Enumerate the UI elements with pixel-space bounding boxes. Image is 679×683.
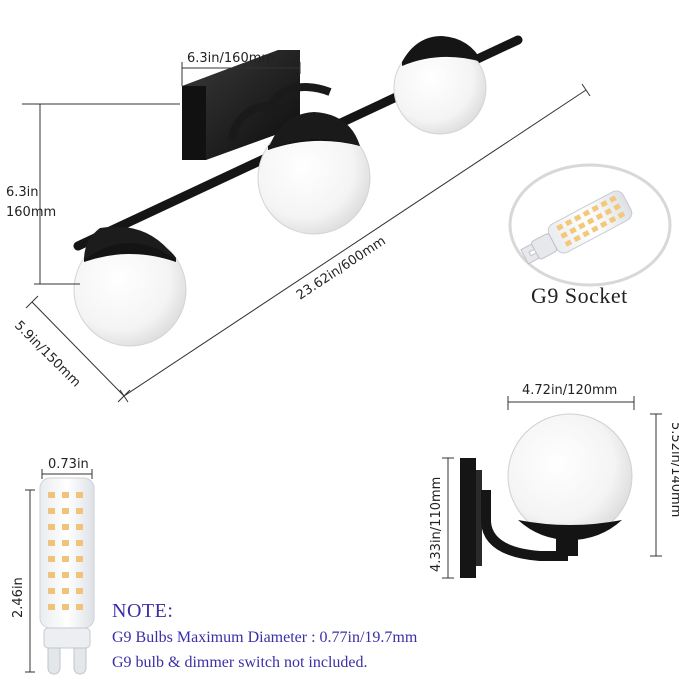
side-arm: [481, 490, 568, 561]
backplate-width-label: 6.3in/160mm: [187, 51, 274, 66]
bulb-height-label: 2.46in: [11, 577, 26, 618]
globe-right: [393, 36, 487, 135]
dim-backplate-width: [181, 62, 301, 86]
height-mm-label: 160mm: [6, 205, 56, 220]
globe-middle: [257, 112, 371, 235]
g9-bulb: [39, 477, 95, 675]
g9-socket-bulb-icon: [520, 190, 633, 265]
bulb-pin-left: [47, 647, 61, 675]
depth-label: 5.9in/150mm: [11, 318, 83, 390]
arm-front: [228, 102, 288, 141]
side-backplate: [460, 458, 476, 578]
bulb-base: [43, 627, 91, 649]
main-fixture: [73, 35, 523, 347]
bulb-width-label: 0.73in: [48, 457, 89, 472]
side-backplate-label: 4.33in/110mm: [429, 477, 444, 572]
dim-side-height: [650, 413, 662, 557]
note-bulb-diameter: G9 Bulbs Maximum Diameter : 0.77in/19.7m…: [112, 629, 418, 646]
total-length-label: 23.62in/600mm: [294, 234, 389, 304]
side-view-fixture: [460, 413, 633, 578]
side-globe: [507, 413, 633, 539]
g9-socket-label: G9 Socket: [531, 283, 628, 308]
side-width-label: 4.72in/120mm: [522, 383, 617, 398]
backplate-edge: [182, 86, 206, 160]
dim-height: [22, 103, 180, 285]
height-in-label: 6.3in: [6, 185, 39, 200]
side-globe-cap: [518, 520, 622, 540]
note-not-included: G9 bulb & dimmer switch not included.: [112, 654, 368, 671]
backplate: [182, 50, 300, 160]
side-height-label: 5.52in/140mm: [668, 422, 679, 517]
globe-left: [73, 226, 187, 347]
dim-bulb-height: [25, 489, 35, 673]
bulb-pin-right: [73, 647, 87, 675]
dim-bulb-width: [41, 469, 93, 479]
arm-rear: [264, 83, 332, 121]
bulb-led-grid: [48, 492, 83, 610]
g9-socket-inset: [508, 163, 672, 287]
dim-depth: [25, 295, 131, 403]
dim-side-width: [507, 396, 635, 410]
dim-side-backplate: [442, 457, 454, 579]
note-title: NOTE:: [112, 600, 174, 622]
